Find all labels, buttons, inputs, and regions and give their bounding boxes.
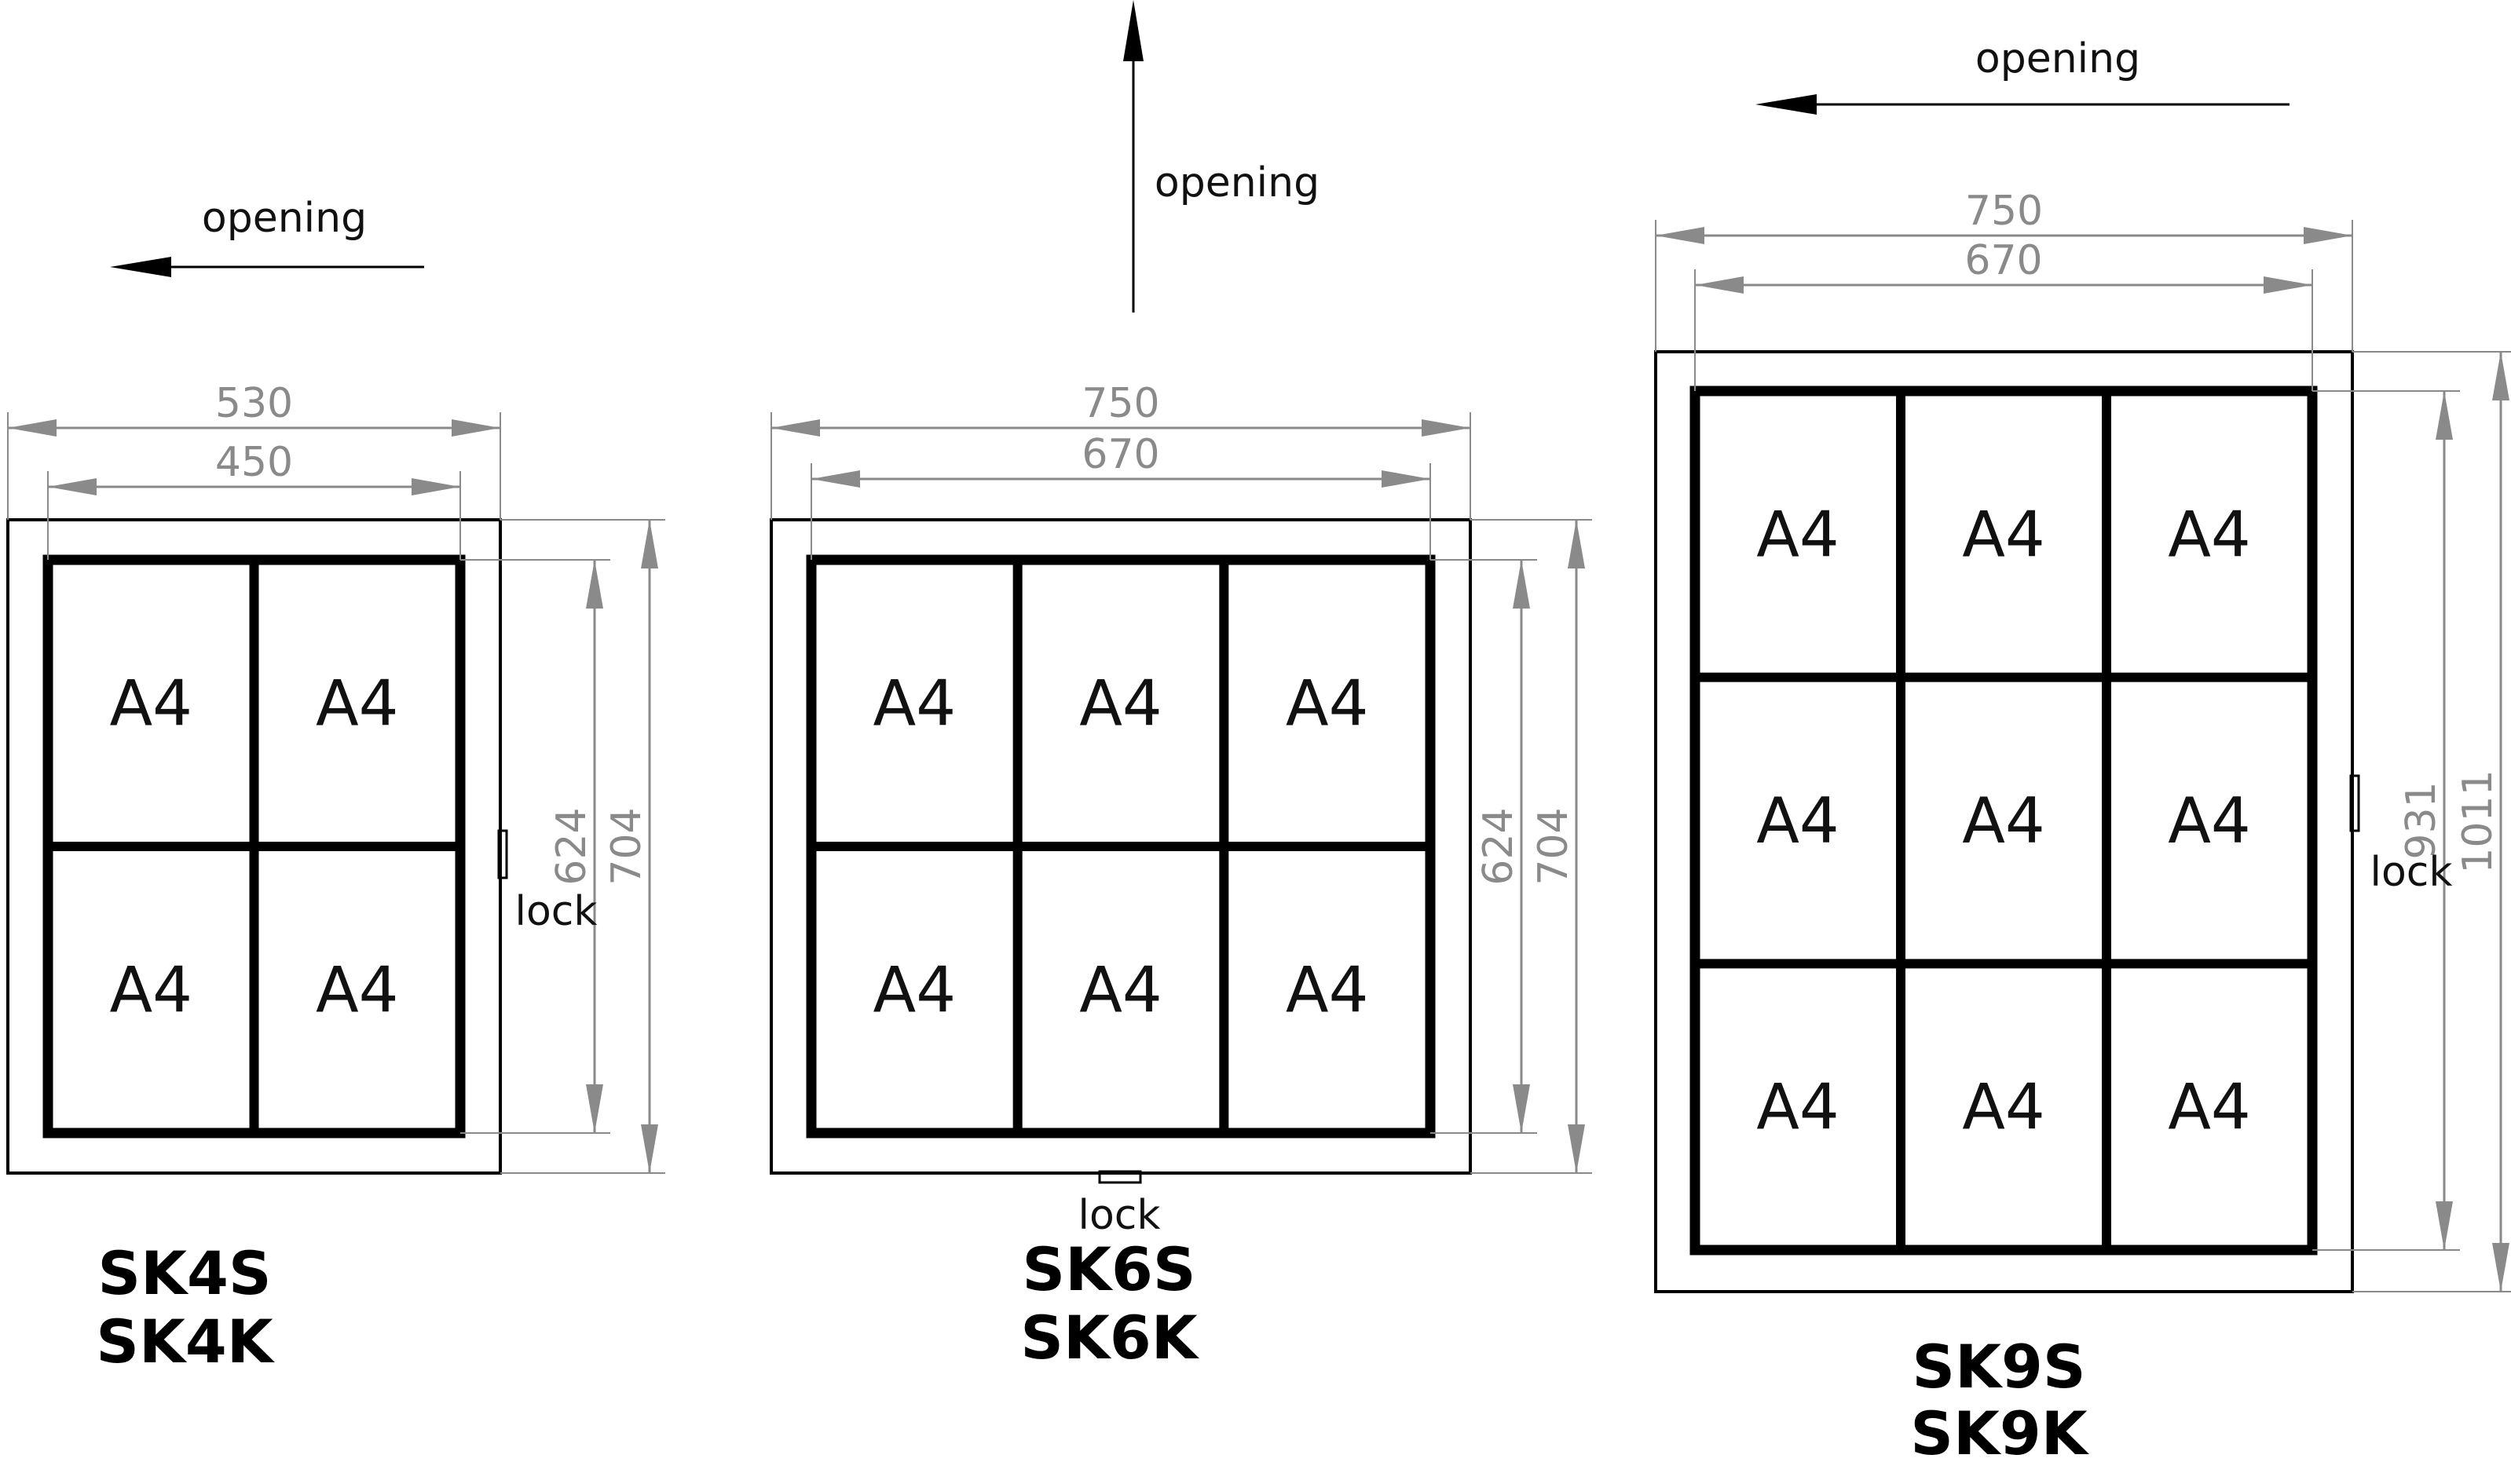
inner-frame (1689, 386, 2318, 1256)
height-inner-dimension-value: 931 (2398, 781, 2445, 859)
width-outer-dimension: 750 (1656, 188, 2352, 244)
opening-indicator: opening (1123, 0, 1320, 313)
height-outer-dimension-value: 704 (1530, 807, 1577, 885)
height-outer-dimension: 704 (1530, 520, 1585, 1173)
pocket-label: A4 (316, 667, 399, 740)
outer-frame (1654, 350, 2354, 1293)
height-outer-dimension-arrow-bottom (1568, 1124, 1585, 1173)
pocket-label: A4 (1286, 667, 1369, 740)
width-outer-dimension: 530 (8, 380, 500, 437)
height-inner-dimension-arrow-top (1513, 560, 1530, 609)
pocket-label: A4 (1079, 954, 1162, 1027)
model-name: SK4K (96, 1307, 276, 1376)
pocket-label: A4 (1756, 1071, 1839, 1144)
pocket-label: A4 (2168, 1071, 2251, 1144)
outer-frame (6, 518, 502, 1175)
model-name: SK9S (1912, 1332, 2085, 1402)
opening-label: opening (1155, 159, 1320, 207)
width-inner-dimension-arrow-left (1695, 276, 1744, 294)
width-inner-dimension-arrow-right (2264, 276, 2312, 294)
width-inner-dimension-arrow-right (412, 478, 460, 495)
height-inner-dimension: 624 (548, 560, 603, 1133)
width-inner-dimension-arrow-left (48, 478, 97, 495)
height-outer-dimension-arrow-top (641, 520, 658, 568)
height-inner-dimension-arrow-top (586, 560, 603, 609)
width-outer-dimension-value: 750 (1082, 380, 1159, 427)
lock-label: lock (2370, 849, 2453, 896)
height-inner-dimension-value: 624 (1475, 807, 1522, 885)
lock-icon (2349, 774, 2360, 832)
height-inner-dimension-arrow-bottom (586, 1084, 603, 1133)
opening-label: opening (1975, 35, 2140, 82)
opening-arrow-icon (1123, 0, 1144, 61)
pocket-label: A4 (873, 954, 957, 1027)
width-outer-dimension-value: 530 (215, 380, 293, 427)
width-inner-dimension-arrow-left (811, 470, 860, 488)
height-outer-dimension-value: 704 (603, 807, 650, 885)
opening-indicator: opening (1755, 35, 2290, 115)
width-outer-dimension-arrow-left (771, 419, 820, 437)
pocket-label: A4 (873, 667, 957, 740)
height-outer-dimension-arrow-bottom (641, 1124, 658, 1173)
pocket-label: A4 (109, 667, 192, 740)
width-inner-dimension-value: 670 (1082, 431, 1159, 478)
width-inner-dimension-value: 450 (215, 439, 293, 486)
width-inner-dimension: 670 (1695, 237, 2312, 294)
width-outer-dimension-arrow-left (8, 419, 57, 437)
height-outer-dimension-value: 1011 (2454, 769, 2502, 873)
pocket-label: A4 (1756, 784, 1839, 857)
height-outer-dimension-arrow-bottom (2492, 1243, 2509, 1292)
model-name: SK9K (1910, 1398, 2090, 1468)
height-outer-dimension-arrow-top (1568, 520, 1585, 568)
height-inner-dimension-arrow-bottom (2436, 1201, 2453, 1250)
width-outer-dimension-arrow-right (452, 419, 500, 437)
width-inner-dimension: 450 (48, 439, 460, 495)
opening-arrow-icon (110, 257, 171, 277)
pocket-label: A4 (1756, 498, 1839, 571)
model-name: SK4S (97, 1238, 271, 1308)
pocket-label: A4 (1079, 667, 1162, 740)
width-outer-dimension-value: 750 (1965, 188, 2043, 235)
height-inner-dimension: 931 (2398, 391, 2453, 1250)
pocket-label: A4 (1962, 1071, 2045, 1144)
pocket-label: A4 (1962, 784, 2045, 857)
lock-label: lock (1078, 1192, 1161, 1239)
height-inner-dimension-arrow-bottom (1513, 1084, 1530, 1133)
outer-frame (770, 518, 1472, 1175)
width-inner-dimension: 670 (811, 431, 1430, 488)
height-inner-dimension-value: 624 (548, 807, 595, 885)
opening-label: opening (202, 195, 367, 242)
width-outer-dimension-arrow-right (2304, 227, 2352, 244)
height-inner-dimension: 624 (1475, 560, 1530, 1133)
pocket-label: A4 (1962, 498, 2045, 571)
opening-arrow-icon (1755, 94, 1817, 115)
width-inner-dimension-arrow-right (1382, 470, 1430, 488)
width-outer-dimension-arrow-right (1422, 419, 1470, 437)
height-outer-dimension-arrow-top (2492, 352, 2509, 400)
width-outer-dimension-arrow-left (1656, 227, 1704, 244)
pocket-label: A4 (1286, 954, 1369, 1027)
pocket-label: A4 (109, 954, 192, 1027)
model-name: SK6K (1020, 1303, 1200, 1373)
width-outer-dimension: 750 (771, 380, 1470, 437)
width-inner-dimension-value: 670 (1964, 237, 2042, 284)
opening-indicator: opening (110, 195, 424, 277)
pocket-label: A4 (2168, 784, 2251, 857)
model-name: SK6S (1022, 1234, 1195, 1304)
height-inner-dimension-arrow-top (2436, 391, 2453, 440)
lock-label: lock (515, 888, 598, 935)
pocket-label: A4 (2168, 498, 2251, 571)
height-outer-dimension: 704 (603, 520, 658, 1173)
lock-icon (497, 829, 508, 879)
lock-icon (1098, 1170, 1142, 1184)
height-outer-dimension: 1011 (2454, 352, 2509, 1292)
pocket-label: A4 (316, 954, 399, 1027)
